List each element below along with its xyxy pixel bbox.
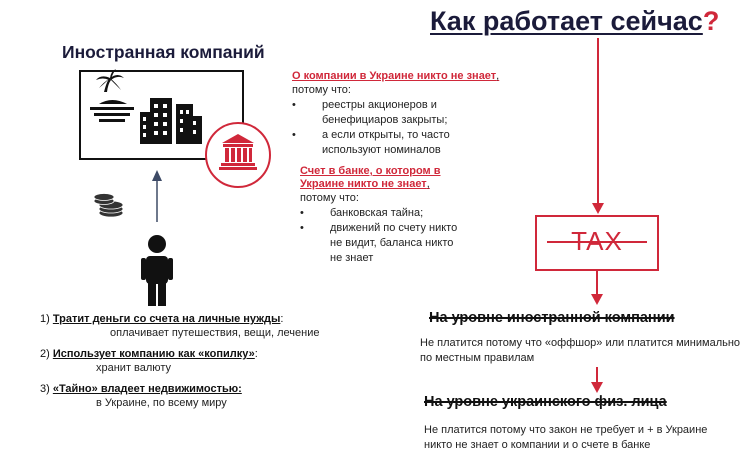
- arrow-tax-to-level1: [591, 271, 603, 305]
- tax-label: TAX: [571, 226, 623, 256]
- block1-title: О компании в Украине никто не знает,: [292, 70, 500, 82]
- person-action-3: 3) «Тайно» владеет недвижимостью:: [40, 383, 242, 395]
- tax-box: [535, 215, 659, 271]
- block-bank-unknown: Счет в банке, о котором в Украине никто …: [300, 165, 460, 266]
- arrow-to-tax: [592, 38, 604, 214]
- level1-text: Не платится потому что «оффшор» или плат…: [420, 337, 741, 364]
- company-box: [79, 70, 244, 160]
- person-icon: [141, 235, 173, 306]
- block-company-unknown: О компании в Украине никто не знает, пот…: [292, 70, 507, 158]
- block2-intro: потому что:: [300, 192, 359, 204]
- page-title: Как работает сейчас?: [430, 6, 719, 37]
- coins-icon: [93, 193, 124, 218]
- person-action-2: 2) Использует компанию как «копилку»:: [40, 348, 258, 360]
- arrow-person-to-company: [152, 170, 162, 222]
- person-actions-list: 1) Тратит деньги со счета на личные нужд…: [40, 313, 319, 409]
- palm-island-icon: [90, 69, 134, 122]
- level2-heading: На уровне украинского физ. лица: [424, 394, 667, 410]
- level1-heading: На уровне иностранной компании: [429, 310, 675, 326]
- person-action-1: 1) Тратит деньги со счета на личные нужд…: [40, 313, 284, 325]
- block1-bullets: реестры акционеров и бенефициаров закрыт…: [292, 98, 507, 158]
- foreign-company-heading: Иностранная компаний: [62, 42, 265, 62]
- block1-intro: потому что:: [292, 84, 351, 96]
- block1-bullet-1: реестры акционеров и бенефициаров закрыт…: [292, 98, 472, 128]
- level2-text: Не платится потому что закон не требует …: [424, 424, 708, 451]
- arrow-level1-to-level2: [591, 367, 603, 393]
- person-action-3-sub: в Украине, по всему миру: [96, 397, 227, 409]
- title-question-mark: ?: [702, 6, 720, 36]
- person-action-2-sub: хранит валюту: [96, 362, 171, 374]
- block2-bullet-2: движений по счету никто не видит, баланс…: [300, 221, 460, 266]
- person-action-1-sub: оплачивает путешествия, вещи, лечение: [110, 327, 320, 339]
- title-text: Как работает сейчас: [430, 6, 703, 36]
- block2-title: Счет в банке, о котором в Украине никто …: [300, 165, 441, 190]
- block1-bullet-2: а если открыты, то часто используют номи…: [292, 128, 482, 158]
- block2-bullets: банковская тайна; движений по счету никт…: [300, 206, 460, 266]
- block2-bullet-1: банковская тайна;: [300, 206, 460, 221]
- bank-icon: [219, 134, 257, 170]
- buildings-icon: [140, 98, 202, 144]
